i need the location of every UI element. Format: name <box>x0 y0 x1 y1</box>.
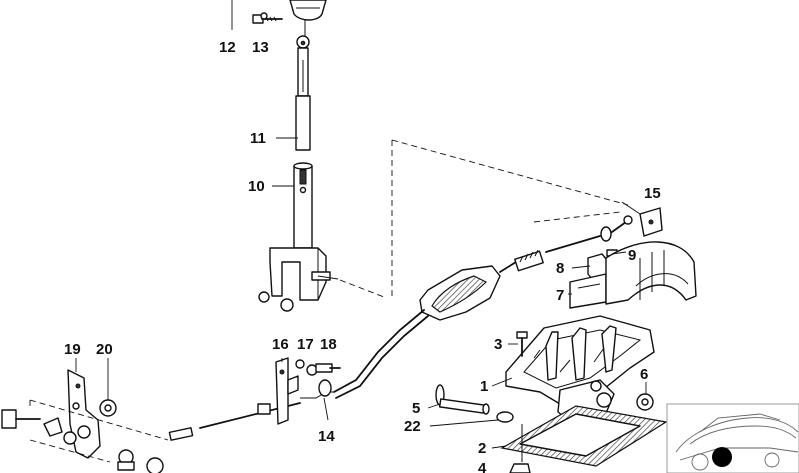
bracket-16 <box>275 357 341 425</box>
knob-base <box>231 0 327 30</box>
dashed-connector-top <box>339 139 629 298</box>
ring-22 <box>496 411 514 423</box>
nut-6 <box>636 393 654 411</box>
label-10: 10 <box>248 178 265 195</box>
label-7: 7 <box>556 287 564 304</box>
label-1: 1 <box>480 378 488 395</box>
selector-shaft <box>258 162 339 312</box>
label-3: 3 <box>494 336 502 353</box>
label-5: 5 <box>412 400 420 417</box>
car-thumbnail <box>666 403 799 473</box>
label-6: 6 <box>640 366 648 383</box>
bottom-bolts <box>1 409 164 473</box>
label-18: 18 <box>320 336 337 353</box>
label-4: 4 <box>478 460 487 473</box>
label-9: 9 <box>628 247 636 264</box>
callout-labels: 12 13 11 10 15 9 8 7 3 1 6 5 22 2 4 16 1… <box>64 39 661 473</box>
label-13: 13 <box>252 39 269 56</box>
bolt-5 <box>435 384 490 415</box>
label-15: 15 <box>644 185 661 202</box>
location-marker <box>712 447 732 467</box>
screw-3 <box>516 331 528 357</box>
label-12: 12 <box>219 39 236 56</box>
clip-15 <box>639 207 663 237</box>
label-8: 8 <box>556 260 564 277</box>
label-17: 17 <box>297 336 314 353</box>
bracket-19 <box>67 369 101 459</box>
plate-2 <box>500 405 668 467</box>
label-19: 19 <box>64 341 81 358</box>
dashed-connector-bottom <box>29 399 169 463</box>
leader-lines <box>75 137 647 449</box>
nut-20 <box>99 399 117 417</box>
part-4 <box>509 463 531 473</box>
cover-7 <box>569 241 697 309</box>
label-22: 22 <box>404 418 421 435</box>
shift-housing <box>505 315 655 427</box>
screw-13 <box>252 12 283 24</box>
label-16: 16 <box>272 336 289 353</box>
label-20: 20 <box>96 341 113 358</box>
shift-lever <box>295 20 311 151</box>
label-11: 11 <box>250 130 266 147</box>
label-14: 14 <box>318 428 335 445</box>
label-2: 2 <box>478 440 486 457</box>
